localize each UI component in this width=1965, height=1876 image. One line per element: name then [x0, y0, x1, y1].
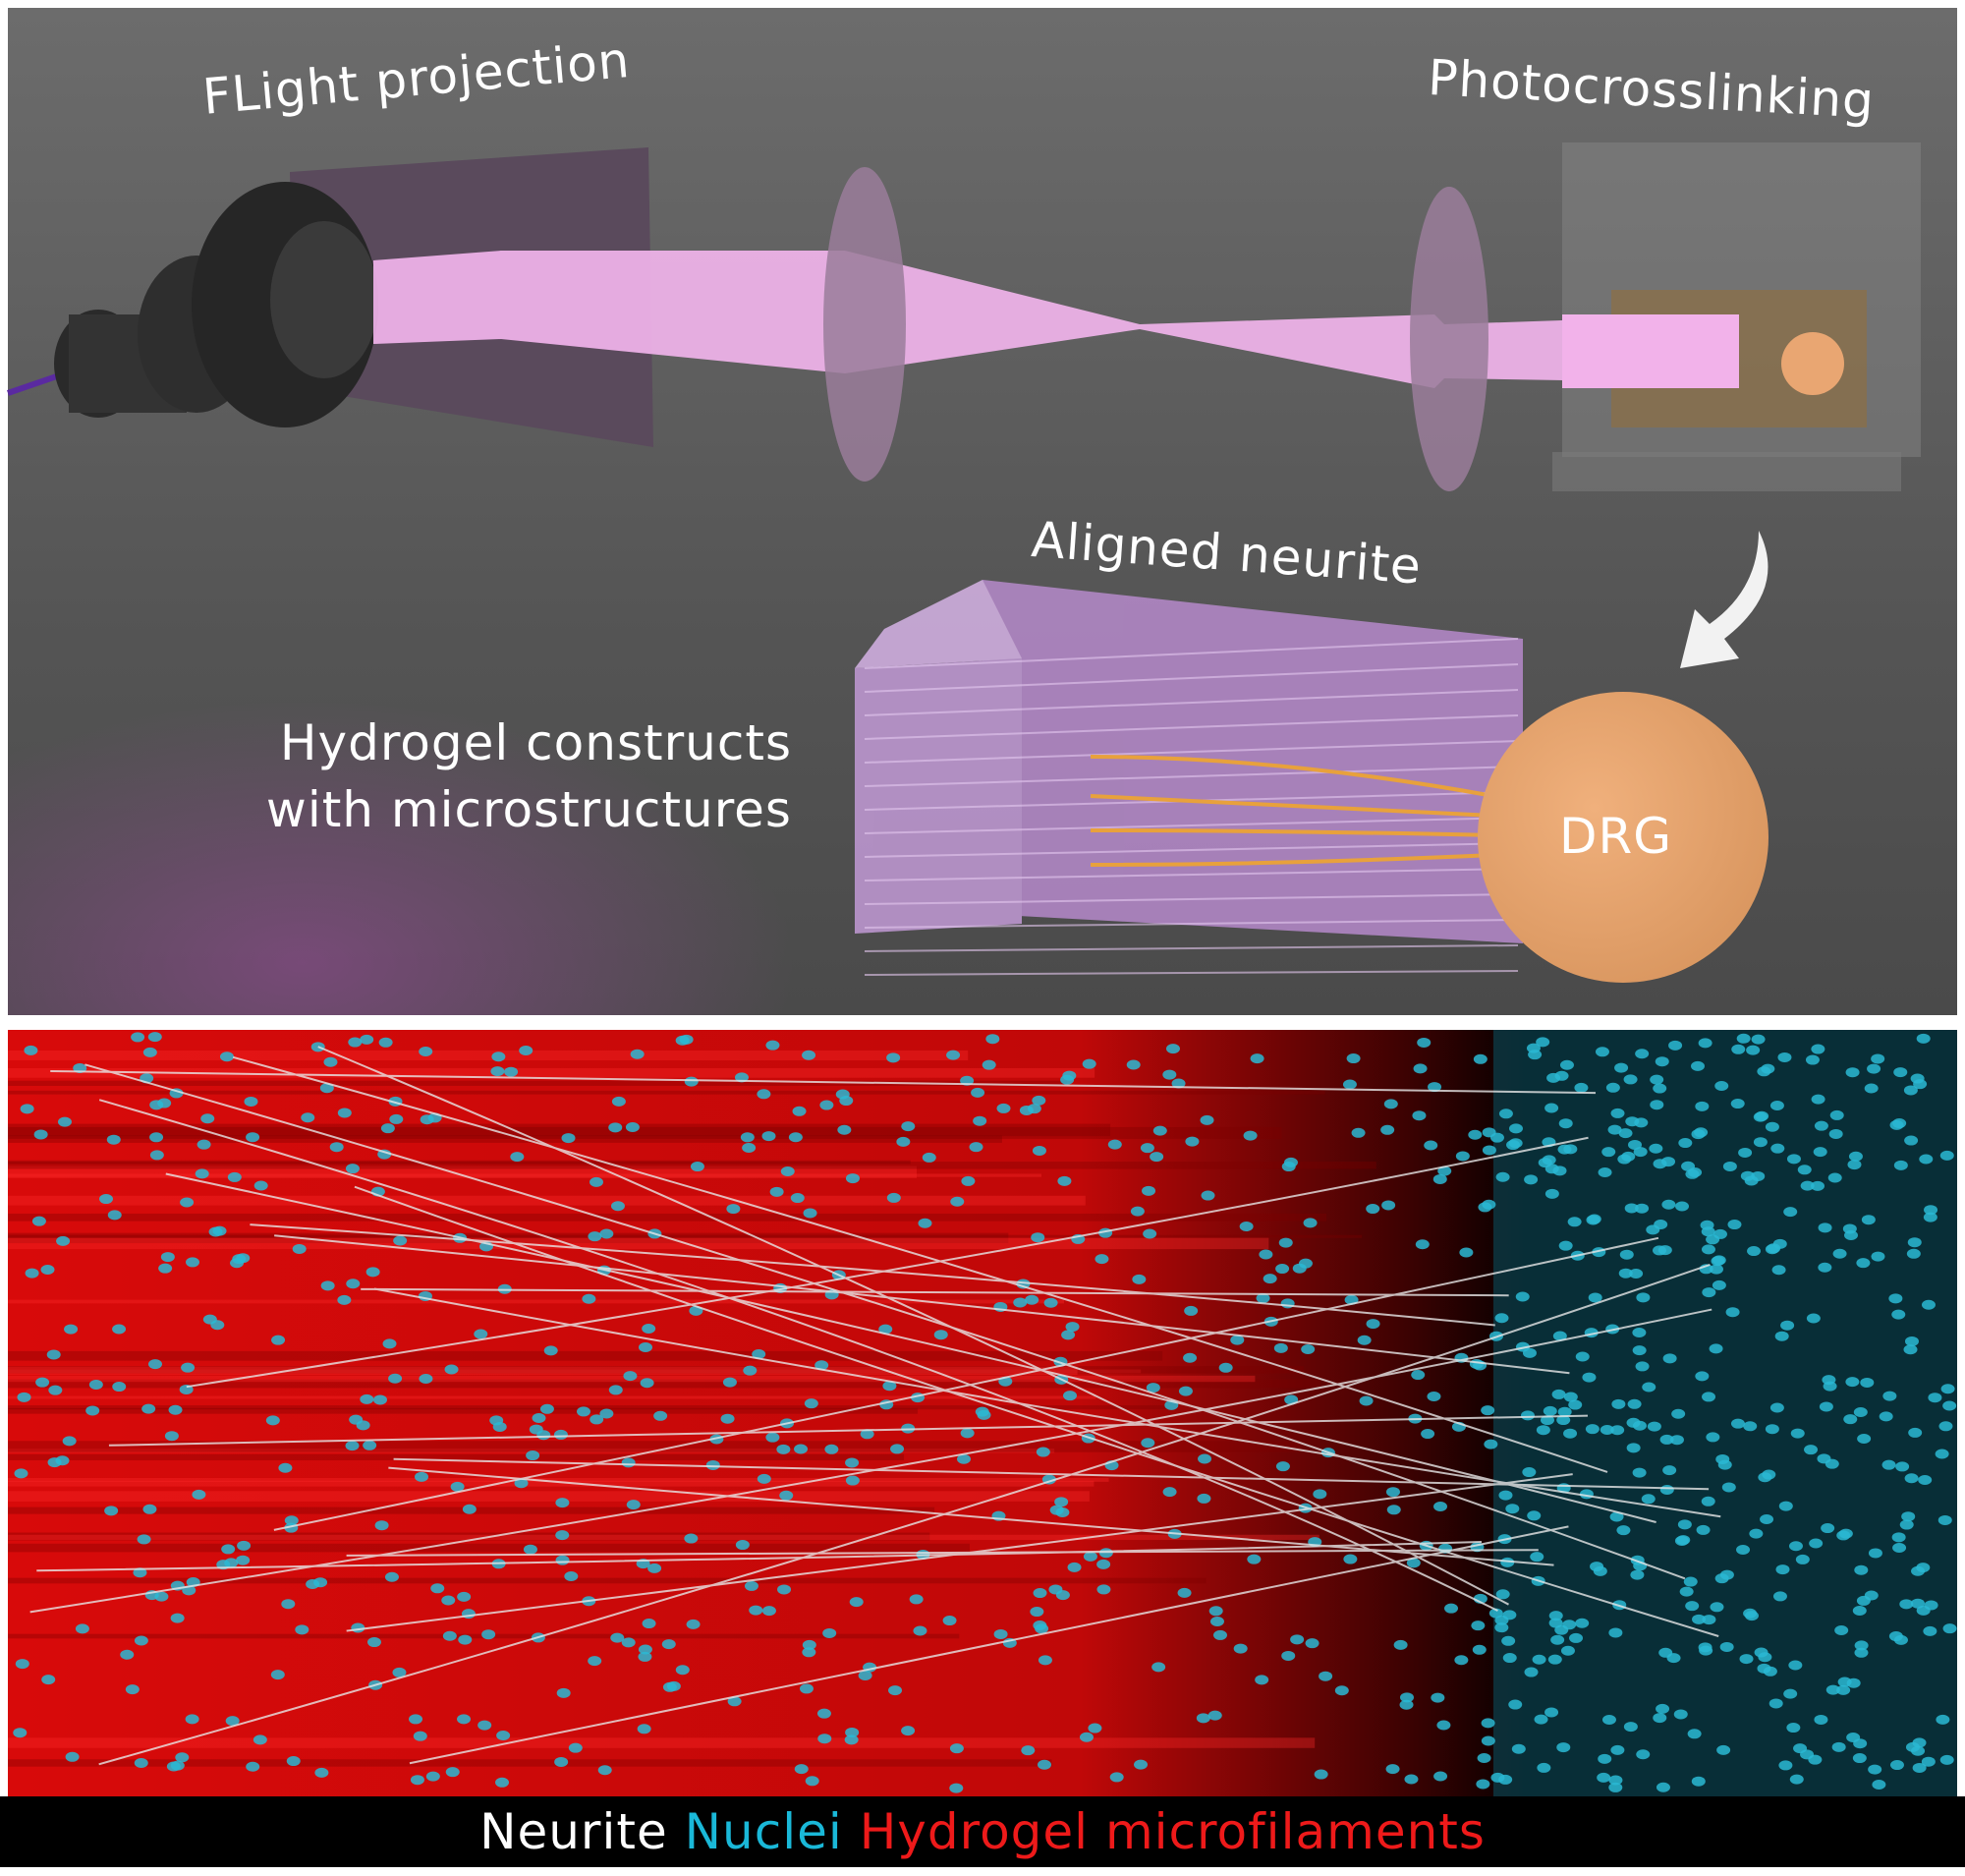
light-source-icon	[54, 182, 378, 427]
legend-neurite: Neurite	[479, 1803, 668, 1860]
micrograph-panel	[8, 1030, 1957, 1796]
lens-1	[823, 167, 906, 482]
curved-arrow-icon	[1680, 531, 1768, 668]
label-drg: DRG	[1559, 808, 1672, 865]
legend-hydrogel-microfilaments: Hydrogel microfilaments	[859, 1803, 1486, 1860]
hydrogel-construct	[855, 580, 1523, 943]
label-hydrogel-line1: Hydrogel constructs	[279, 714, 792, 771]
schematic-panel	[7, 8, 1957, 1015]
light-beam	[373, 251, 1739, 388]
cuvette	[1552, 142, 1921, 491]
legend-nuclei: Nuclei	[684, 1803, 843, 1860]
micrograph-legend: Neurite Nuclei Hydrogel microfilaments	[0, 1796, 1965, 1867]
drg-sphere	[1478, 692, 1768, 983]
lens-2	[1410, 187, 1488, 491]
label-hydrogel-line2: with microstructures	[265, 781, 792, 838]
neurites	[1090, 755, 1494, 867]
hydrogel-filaments	[864, 638, 1519, 976]
